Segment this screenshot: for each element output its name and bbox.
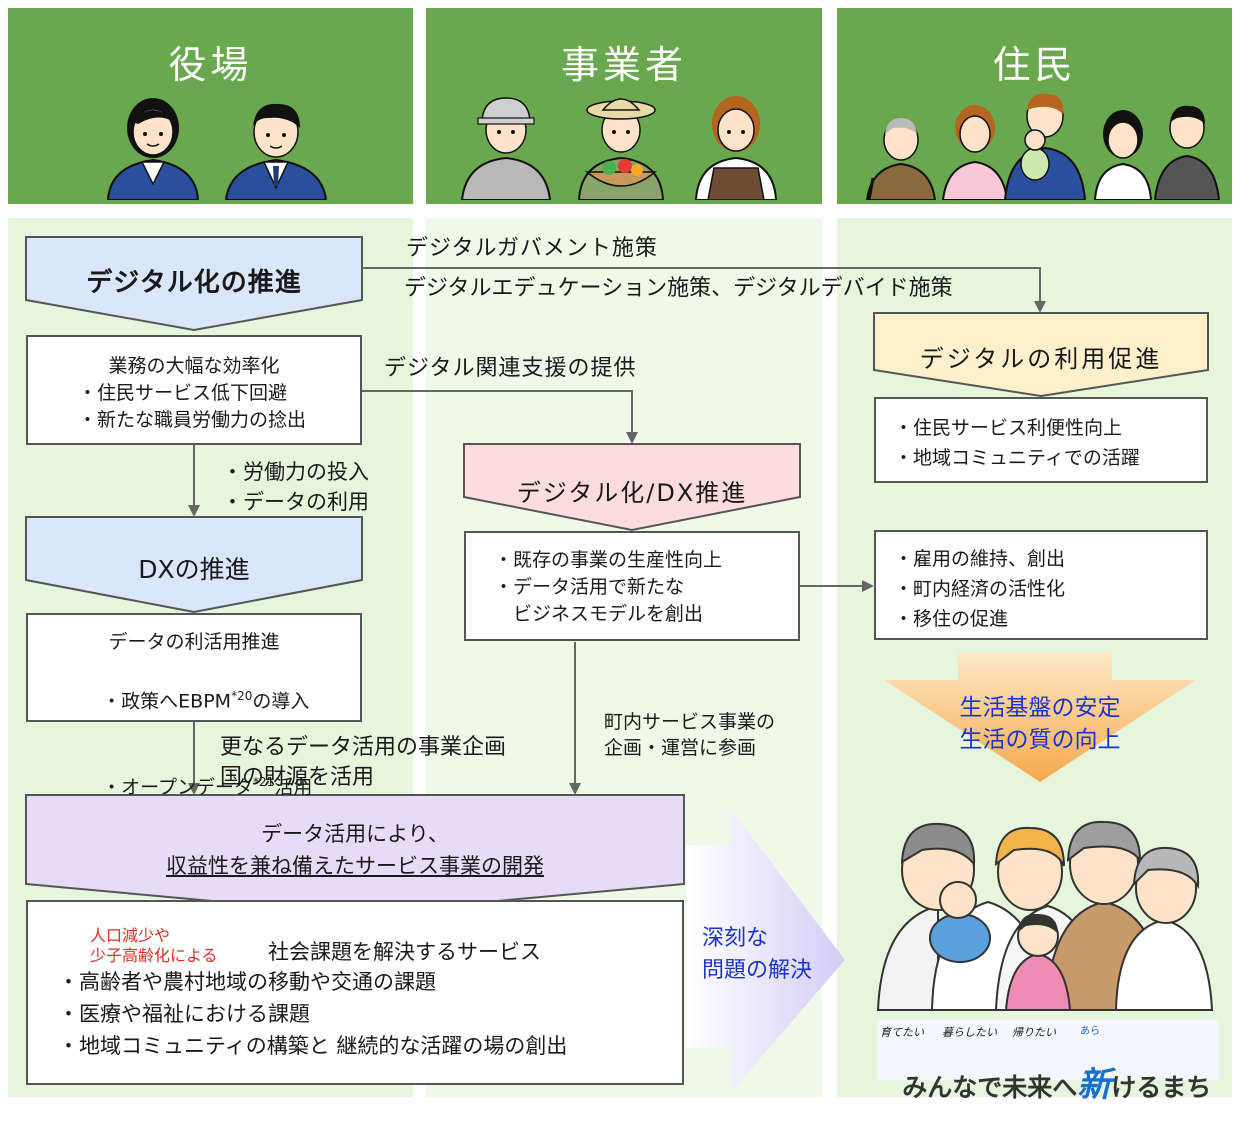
dx-promotion-label: DXの推進	[138, 555, 250, 584]
data-box-line3-text: ・オープンデータ	[102, 776, 254, 799]
town-slogan-logo: 育てたい 暮らしたい 帰りたい あら みんなで未来へ新けるまち	[880, 1022, 1216, 1105]
res-box1-line2: ・地域コミュニティでの活躍	[894, 447, 1140, 469]
farmer-icon	[577, 98, 665, 200]
office-workers-illustration	[106, 98, 328, 200]
further-label-2: 国の財源を活用	[220, 765, 375, 790]
family-illustration	[876, 820, 1214, 1011]
dx-promotion-banner	[25, 516, 363, 614]
gov-box-line1: 業務の大幅な効率化	[108, 355, 280, 377]
digital-promotion-banner	[25, 236, 363, 332]
business-people-illustration	[460, 96, 778, 200]
business-dx-label: デジタル化/DX推進	[516, 479, 748, 507]
res-box1-line1: ・住民サービス利便性向上	[894, 417, 1123, 439]
man-staff-icon	[224, 103, 328, 200]
arrow-gov-measure	[362, 267, 1046, 313]
column-title-residents: 住民	[992, 43, 1077, 87]
use-promotion-label: デジタルの利用促進	[919, 345, 1163, 373]
logo-small-1: 育てたい	[880, 1026, 924, 1039]
column-title-business: 事業者	[560, 43, 687, 87]
business-dx-box: ・既存の事業の生産性向上 ・データ活用で新たな ビジネスモデルを創出	[464, 531, 800, 641]
service-dev-line1: データ活用により、	[261, 822, 449, 846]
red-note-line2: 少子高齢化による	[90, 946, 218, 965]
arrow-support	[362, 390, 638, 444]
service-dev-banner	[25, 794, 685, 916]
header-government: 役場	[8, 8, 413, 204]
footnote-21: *21	[253, 775, 275, 790]
logo-main: みんなで未来へ新けるまち	[880, 1038, 1211, 1125]
footnote-20: *20	[231, 689, 253, 703]
res-box2-line3: ・移住の促進	[894, 608, 1009, 630]
woman-resident-icon	[941, 105, 1009, 200]
gov-box-line2: ・住民サービス低下回避	[78, 382, 288, 404]
logo-small-3: 帰りたい	[1012, 1026, 1056, 1039]
business-dx-banner	[463, 443, 801, 532]
participation-label-2: 企画・運営に参画	[604, 737, 757, 759]
edu-measure-label: デジタルエデュケーション施策、デジタルデバイド施策	[404, 276, 953, 301]
biz-box-line2: ・データ活用で新たな	[494, 576, 685, 598]
data-box-line1: データの利活用推進	[108, 631, 280, 653]
labor-label-2: ・データの利用	[222, 490, 369, 514]
shop-clerk-icon	[694, 96, 778, 200]
young-man-icon	[1153, 105, 1221, 200]
data-box-line2-tail: の導入	[252, 690, 310, 713]
header-residents: 住民	[837, 8, 1232, 204]
biz-box-line3: ビジネスモデルを創出	[494, 603, 704, 625]
social-item-3: ・地域コミュニティの構築と 継続的な活躍の場の創出	[58, 1034, 568, 1058]
solve-label-2: 問題の解決	[702, 958, 813, 983]
res-box2-line2: ・町内経済の活性化	[894, 578, 1066, 600]
residents-illustration	[865, 93, 1221, 200]
gov-box-line3: ・新たな職員労働力の捻出	[78, 409, 307, 431]
gov-efficiency-box: 業務の大幅な効率化 ・住民サービス低下回避 ・新たな職員労働力の捻出	[26, 335, 362, 445]
participation-label-1: 町内サービス事業の	[604, 711, 776, 733]
solve-arrow	[686, 808, 845, 1093]
data-box-line3-tail: 活用	[274, 776, 313, 799]
biz-box-line1: ・既存の事業の生産性向上	[494, 549, 723, 571]
logo-main-post: けるまち	[1111, 1073, 1212, 1102]
social-item-2: ・医療や福祉における課題	[58, 1002, 310, 1026]
residents-benefit-box: ・住民サービス利便性向上 ・地域コミュニティでの活躍	[874, 397, 1208, 483]
service-dev-line2: 収益性を兼ね備えたサービス事業の開発	[26, 850, 684, 880]
red-note-line1: 人口減少や	[90, 926, 171, 945]
logo-background	[877, 1020, 1219, 1080]
social-title: 社会課題を解決するサービス	[268, 940, 541, 964]
life-label-2: 生活の質の向上	[959, 727, 1121, 753]
use-promotion-banner	[873, 312, 1209, 398]
gov-measure-label: デジタルガバメント施策	[406, 236, 658, 261]
digital-promotion-label: デジタル化の推進	[86, 268, 302, 298]
solve-label-1: 深刻な	[702, 926, 769, 951]
economy-box: ・雇用の維持、創出 ・町内経済の活性化 ・移住の促進	[874, 530, 1208, 640]
elderly-man-icon	[865, 118, 937, 200]
column-title-government: 役場	[168, 43, 253, 87]
social-issues-box: 人口減少や 少子高齢化による 社会課題を解決するサービス ・高齢者や農村地域の移…	[26, 900, 684, 1085]
data-box-line2-text: ・政策へEBPM	[102, 690, 232, 713]
further-label-1: 更なるデータ活用の事業企画	[220, 735, 507, 760]
logo-main-kanji: 新	[1077, 1065, 1112, 1105]
res-box2-line1: ・雇用の維持、創出	[894, 548, 1066, 570]
data-box-line2: ・政策へEBPM*20の導入	[28, 656, 360, 742]
life-label-1: 生活基盤の安定	[959, 695, 1121, 721]
social-item-1: ・高齢者や農村地域の移動や交通の課題	[58, 970, 436, 994]
life-arrow	[884, 652, 1196, 782]
young-woman-icon	[1093, 110, 1153, 200]
logo-ruby: あら	[1080, 1026, 1100, 1037]
diagram-shapes	[25, 236, 1219, 1093]
support-label: デジタル関連支援の提供	[384, 356, 637, 381]
data-box-line3: ・オープンデータ*21活用	[28, 742, 360, 828]
header-business: 事業者	[426, 8, 822, 204]
worker-icon	[460, 97, 552, 200]
data-utilization-box: データの利活用推進 ・政策へEBPM*20の導入 ・オープンデータ*21活用	[26, 613, 362, 799]
father-with-baby-icon	[1003, 93, 1087, 200]
logo-small-2: 暮らしたい	[942, 1026, 997, 1039]
service-dev-emphasis: 収益性を兼ね備えたサービス事業の開発	[166, 854, 544, 878]
logo-main-pre: みんなで未来へ	[902, 1073, 1078, 1102]
labor-label-1: ・労働力の投入	[222, 460, 369, 484]
woman-staff-icon	[106, 98, 200, 200]
